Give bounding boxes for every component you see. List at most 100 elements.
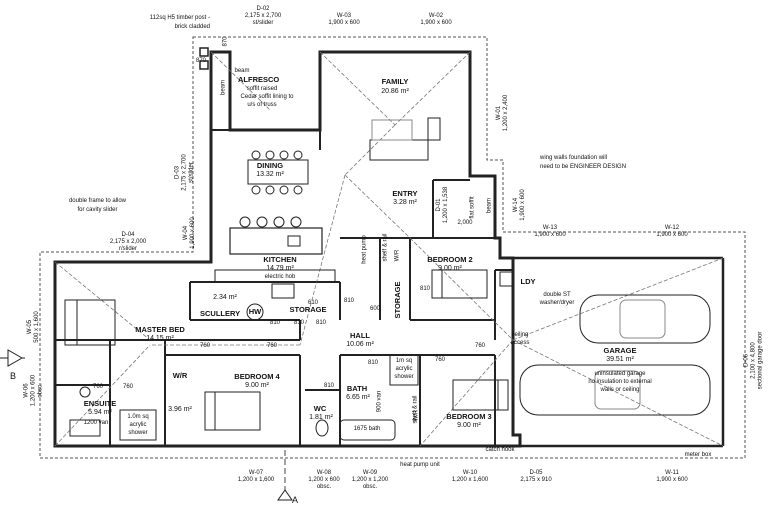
bath-tub-label: 1675 bath	[353, 426, 381, 432]
room-area: 3.96 m²	[168, 406, 192, 413]
wing-walls-note: wing walls foundation will	[540, 155, 608, 161]
door-width: 810	[269, 320, 280, 326]
room-storage-2: STORAGE	[393, 281, 402, 319]
room-area: 1.81 m²	[309, 414, 333, 421]
sofa	[369, 117, 441, 161]
room-area: 3.28 m²	[393, 199, 417, 206]
room-bath: BATH	[346, 384, 368, 393]
beam-label: beam	[220, 80, 227, 96]
door-width: 610	[307, 300, 318, 306]
shower-label: 1.0m sq	[127, 414, 149, 420]
room-area: 20.86 m²	[381, 88, 409, 95]
dining-table	[247, 159, 309, 185]
master-bed	[64, 299, 116, 346]
laundry-note: double ST	[543, 292, 571, 298]
timber-post-note: 112sq H5 timber post -	[149, 15, 210, 21]
room-kitchen: KITCHEN	[263, 255, 297, 264]
door-width: 810	[343, 298, 354, 304]
double-frame-note: double frame to allow	[68, 198, 127, 204]
section-marker-a: A	[291, 495, 298, 505]
door-width: 810	[419, 286, 430, 292]
door-width: 760	[92, 384, 103, 390]
garage-note: no insulation to external	[588, 379, 652, 385]
roof-outline	[39, 36, 746, 459]
room-scullery: SCULLERY	[200, 309, 241, 318]
bed-2	[431, 269, 488, 299]
room-bedroom-3: BEDROOM 3	[446, 412, 492, 421]
hot-water-cylinder: HW	[248, 307, 262, 316]
scullery-area: 2.34 m²	[213, 294, 237, 301]
shower-label: shower	[394, 374, 414, 380]
double-frame-note: for cavity slider	[77, 207, 118, 213]
shower-label: shower	[128, 430, 148, 436]
section-marker-b: B	[9, 371, 16, 381]
door-width: 760	[474, 343, 485, 349]
room-area: 39.51 m²	[606, 356, 634, 363]
ceiling-access: ceiling	[511, 332, 529, 338]
car-1	[579, 294, 711, 344]
room-area: 14.15 m²	[146, 335, 174, 342]
alfresco-note: soffit raised	[246, 86, 278, 92]
kitchen-island	[229, 227, 323, 255]
post-dimension: 870	[222, 36, 229, 47]
shelf-rail-label: shelf & rail	[382, 233, 389, 262]
room-ensuite: ENSUITE	[83, 399, 117, 408]
room-area: 9.00 m²	[245, 382, 269, 389]
door-width: 810	[367, 360, 378, 366]
room-area: 10.06 m²	[346, 341, 374, 348]
room-area: 14.79 m²	[266, 265, 294, 272]
room-area: 6.65 m²	[346, 394, 370, 401]
shower-label: acrylic	[395, 366, 413, 372]
shower-label: 1m sq	[395, 358, 413, 364]
beam-label: beam	[234, 68, 250, 74]
door-width: 760	[199, 343, 210, 349]
bed-4	[204, 391, 261, 431]
shower-label: acrylic	[129, 422, 147, 428]
door-width: 810	[323, 383, 334, 389]
room-bedroom-4: BEDROOM 4	[234, 372, 280, 381]
alfresco-note: u/s of truss	[247, 102, 277, 108]
room-bedroom-2: BEDROOM 2	[427, 255, 473, 264]
room-dining: DINING	[256, 161, 284, 170]
door-width: 760	[434, 357, 445, 363]
room-wc: WC	[313, 404, 327, 413]
car-2	[519, 364, 711, 416]
alfresco-note: Cedar soffit lining to	[240, 94, 294, 100]
beam-label: beam	[486, 198, 493, 214]
walk-in-robe-label: W/R	[394, 249, 401, 262]
door-width: 810	[293, 320, 304, 326]
room-family: FAMILY	[381, 77, 409, 86]
room-area: 5.94 m²	[88, 409, 112, 416]
room-storage: STORAGE	[289, 305, 327, 314]
garage-note: walls or ceiling	[600, 387, 640, 393]
meter-box-label: meter box	[684, 452, 712, 458]
post-dimension: 870	[195, 58, 206, 64]
heat-pump-label: heat pump	[361, 235, 368, 264]
catch-hook-label: catch hook	[485, 447, 515, 453]
room-laundry: LDY	[520, 277, 536, 286]
room-master-bed: MASTER BED	[135, 325, 185, 334]
room-garage: GARAGE	[603, 346, 637, 355]
flat-soffit-label: flat soffit	[469, 196, 476, 219]
ceiling-access: access	[510, 340, 530, 346]
door-width: 810	[315, 320, 326, 326]
vanity-label: 1200 van	[83, 420, 109, 426]
bed-3	[452, 379, 509, 411]
